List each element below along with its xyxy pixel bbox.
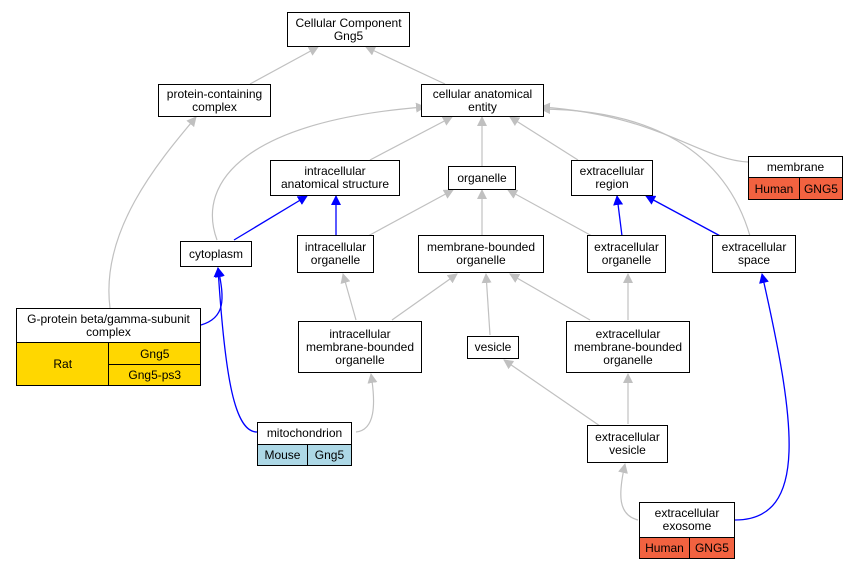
edge-cytoplasm-to-entity [211,102,426,241]
node-extracellular-vesicle[interactable]: extracellular vesicle [587,425,668,463]
edge-g-protein-to-protein-complex [108,116,197,309]
node-intracellular-organelle[interactable]: intracellular organelle [297,235,374,273]
edge-extracellular-space-to-entity [540,104,751,237]
edge-ec-space-to-ec-region-blue [645,195,725,239]
edge-mitochondrion-to-ic-mb-organelle [355,373,378,433]
mitochondrion-gene-cell: Gng5 [306,445,351,465]
node-organelle[interactable]: organelle [448,166,516,190]
membrane-species-cell: Human [749,178,799,199]
edge-cytoplasm-to-intracellular-structure-blue [233,195,308,241]
edge-ic-mb-organelle-to-mb-organelle [391,273,458,321]
edge-exosome-to-ec-space-blue [734,273,790,521]
node-cellular-component-gng5[interactable]: Cellular Component Gng5 [287,12,410,47]
node-intracellular-membrane-bounded-organelle[interactable]: intracellular membrane-bounded organelle [298,321,422,373]
node-vesicle[interactable]: vesicle [467,336,519,359]
edge-membrane-to-entity [540,102,749,163]
node-g-protein-beta-gamma-complex[interactable]: G-protein beta/gamma-subunit complex [16,308,201,343]
edge-ic-mb-organelle-to-ic-organelle [340,273,357,321]
exosome-annotation: Human GNG5 [639,538,735,559]
node-membrane-bounded-organelle[interactable]: membrane-bounded organelle [418,235,544,273]
node-extracellular-exosome[interactable]: extracellular exosome [639,502,735,538]
edge-intracellular-structure-to-entity [369,116,453,161]
mitochondrion-species-cell: Mouse [258,445,307,465]
node-extracellular-space[interactable]: extracellular space [712,235,796,273]
edge-mitochondrion-to-cytoplasm-blue [213,267,258,433]
edge-vesicle-to-mb-organelle [481,273,492,336]
membrane-annotation: Human GNG5 [748,178,843,200]
node-intracellular-anatomical-structure[interactable]: intracellular anatomical structure [270,160,400,196]
edge-ec-organelle-to-organelle [507,189,593,237]
node-extracellular-organelle[interactable]: extracellular organelle [587,235,666,273]
g-protein-gene-column: Gng5 Gng5-ps3 [108,343,200,385]
g-protein-annotation: Rat Gng5 Gng5-ps3 [16,343,201,386]
exosome-species-cell: Human [640,538,689,558]
g-protein-gene-cell-2: Gng5-ps3 [109,364,200,385]
g-protein-species-cell: Rat [17,343,109,385]
edge-intracellular-organelle-to-organelle [367,189,454,237]
node-protein-containing-complex[interactable]: protein-containing complex [158,84,271,117]
node-extracellular-membrane-bounded-organelle[interactable]: extracellular membrane-bounded organelle [566,321,690,373]
edge-ec-mb-organelle-to-mb-organelle [509,273,591,321]
membrane-gene-cell: GNG5 [798,178,842,199]
edge-protein-complex-to-root [249,46,319,85]
node-membrane[interactable]: membrane [748,156,843,178]
g-protein-gene-cell-1: Gng5 [109,343,200,364]
edge-ec-organelle-to-ec-region-blue [613,195,624,237]
exosome-gene-cell: GNG5 [688,538,734,558]
edge-exosome-to-ec-vesicle [618,463,639,521]
node-cytoplasm[interactable]: cytoplasm [180,241,252,267]
node-cellular-anatomical-entity[interactable]: cellular anatomical entity [421,84,544,117]
node-mitochondrion[interactable]: mitochondrion [257,422,352,445]
edge-cellular-entity-to-root [365,46,446,85]
node-extracellular-region[interactable]: extracellular region [571,160,653,196]
edge-extracellular-region-to-entity [509,116,579,161]
mitochondrion-annotation: Mouse Gng5 [257,445,352,466]
edge-ec-vesicle-to-vesicle [503,359,601,427]
